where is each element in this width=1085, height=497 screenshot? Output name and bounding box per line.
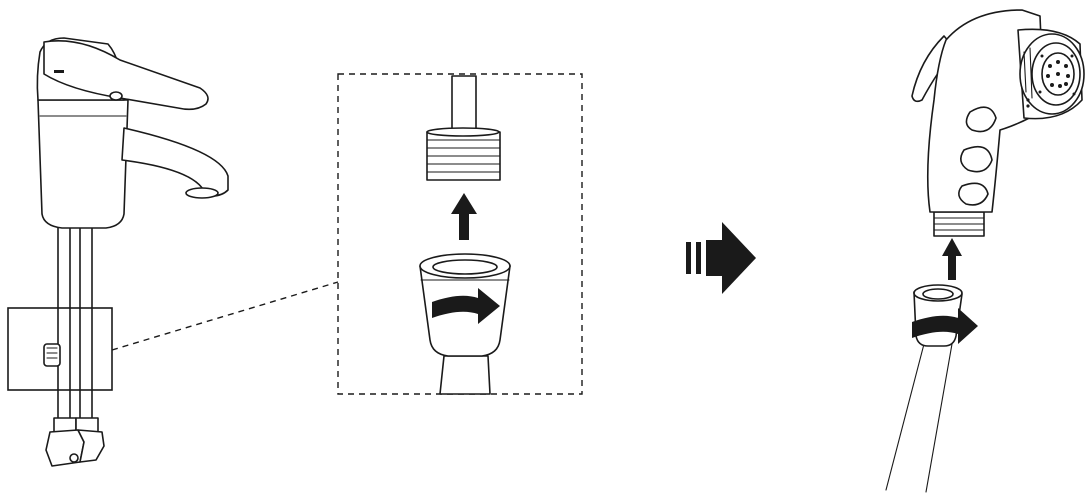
faucet-icon: [7, 37, 229, 467]
zoom-leader-line: [111, 281, 339, 351]
rotate-clockwise-icon: [432, 288, 500, 324]
hand-sprayer-icon: [885, 9, 1085, 493]
zoom-detail-icon: [337, 73, 583, 395]
push-up-arrow-icon: [942, 238, 962, 280]
next-step-arrow-icon: [686, 222, 756, 294]
focus-frame: [7, 307, 113, 391]
push-up-arrow-icon: [451, 193, 477, 240]
